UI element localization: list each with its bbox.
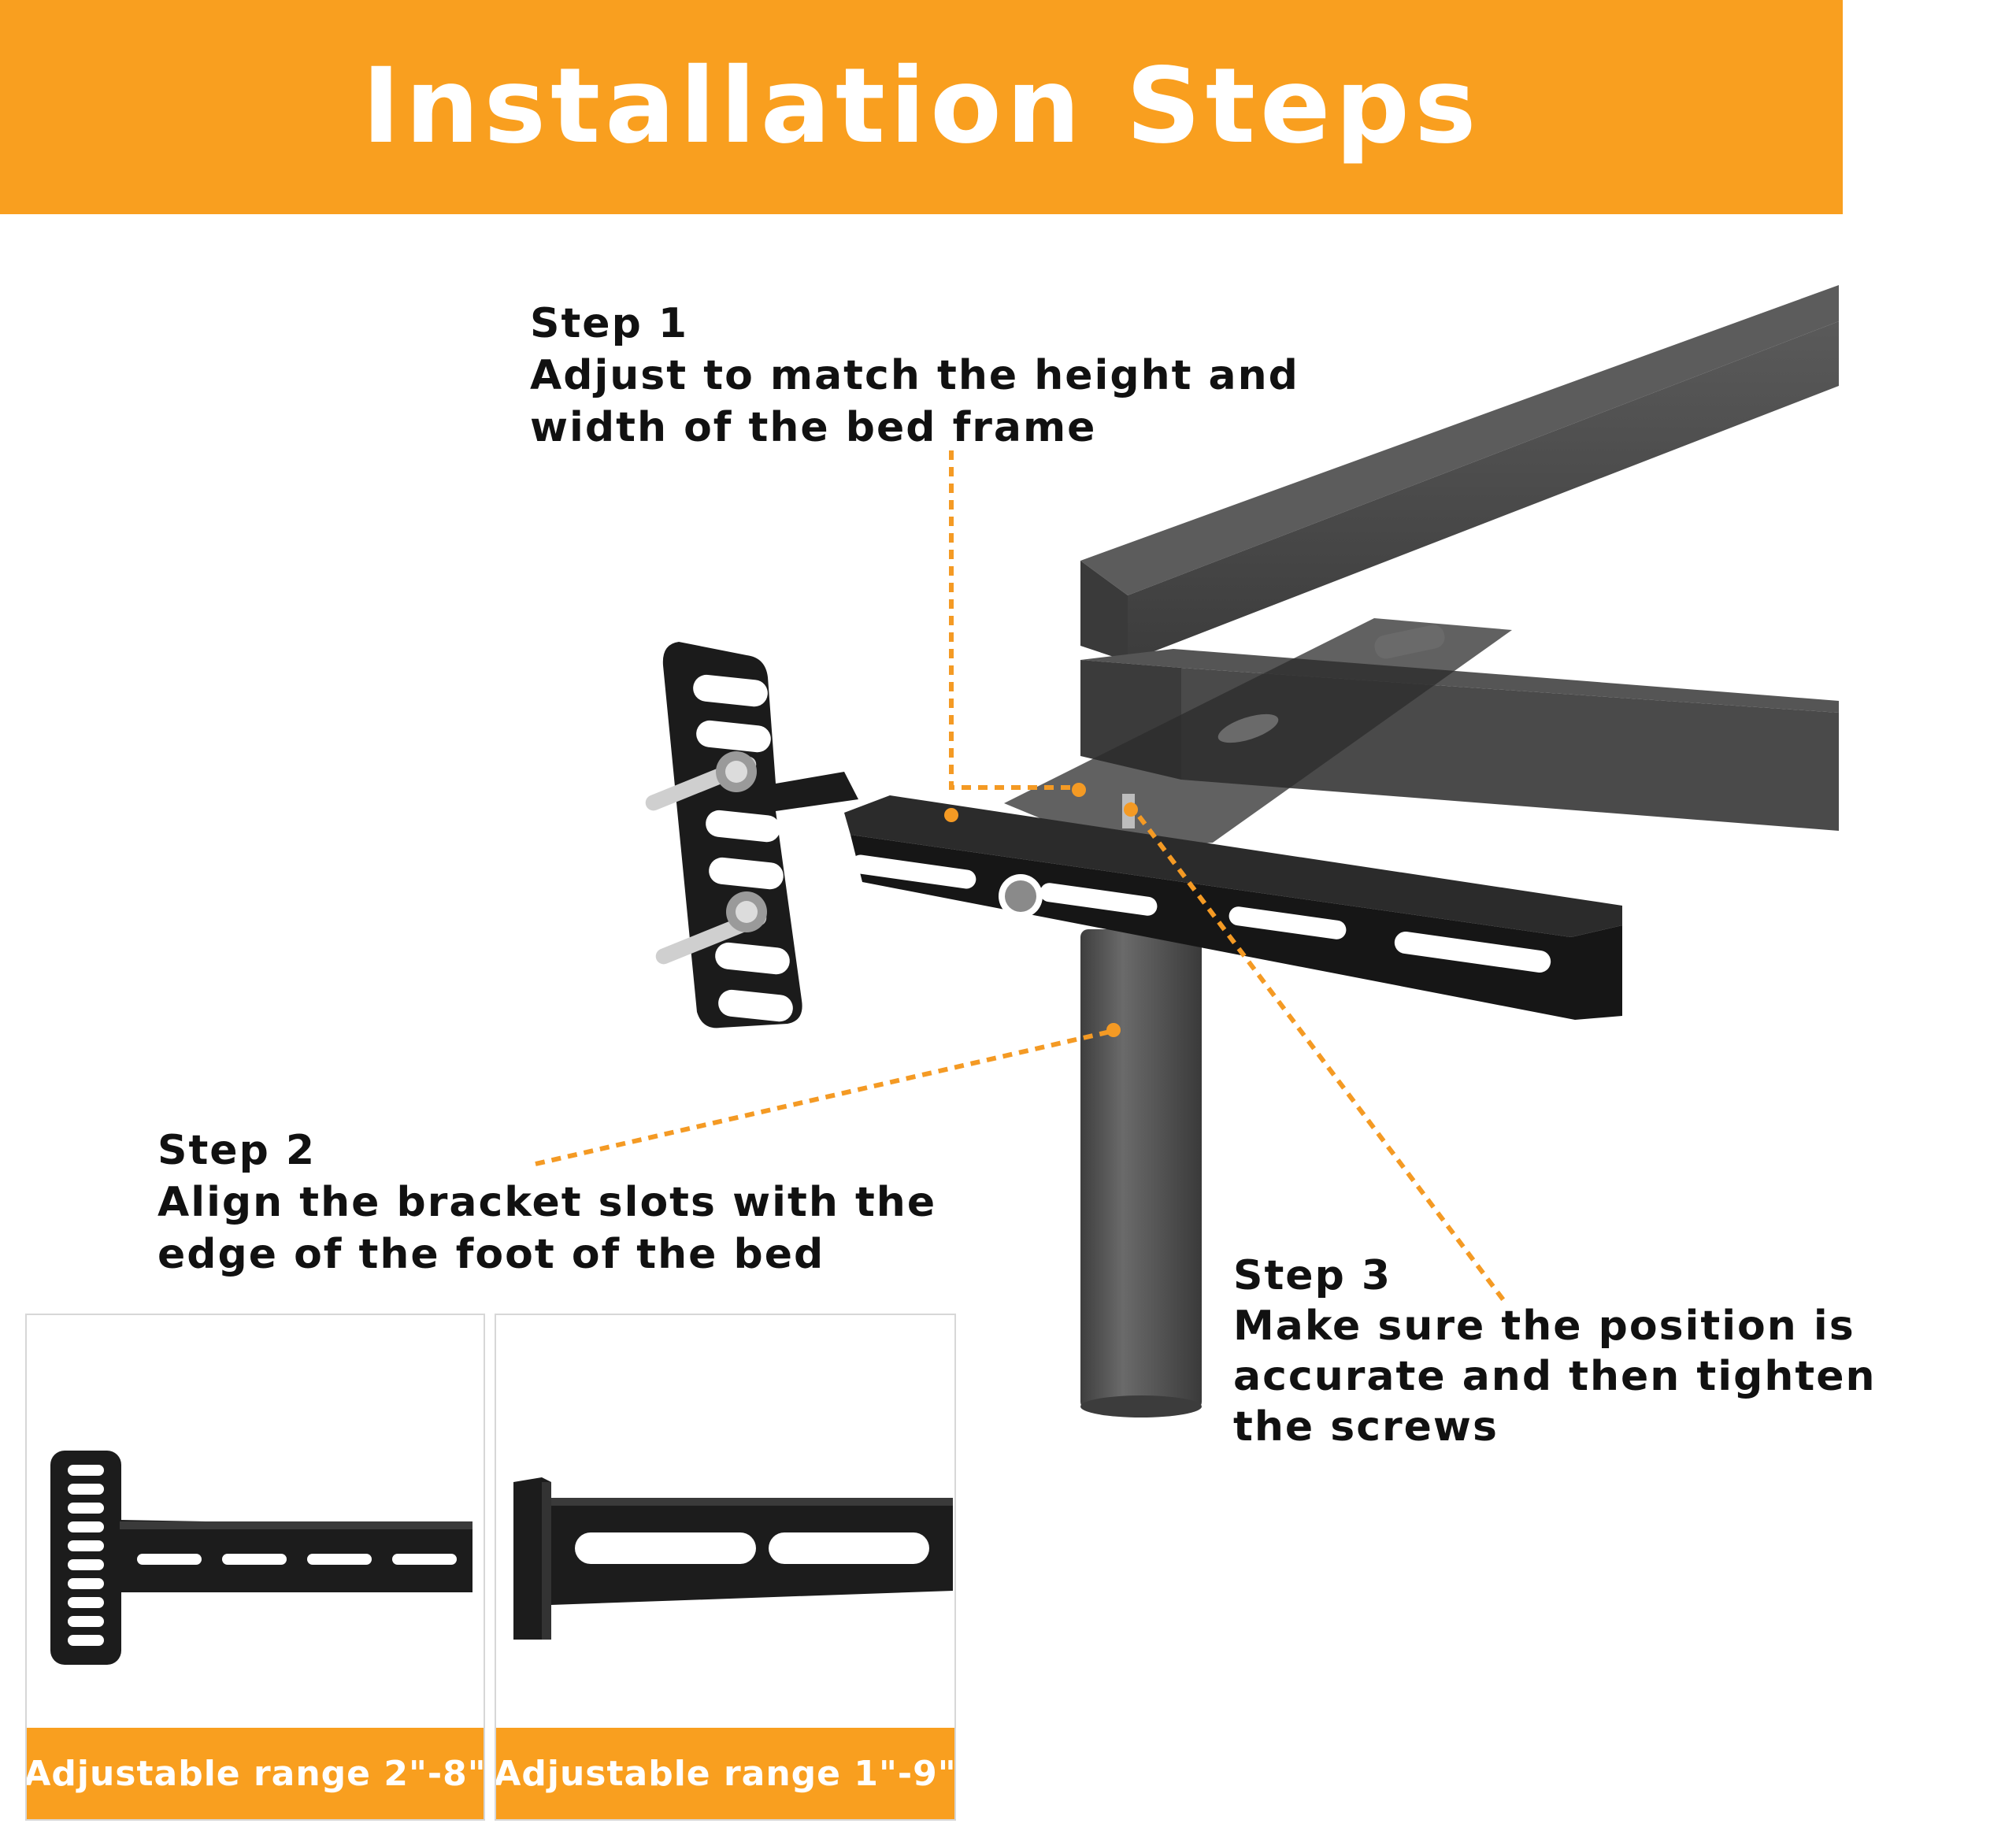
upper-frame-rail (1080, 285, 1839, 662)
long-bracket (1004, 618, 1512, 850)
bed-leg (1080, 929, 1202, 1418)
panel-l-bracket: Adjustable range 1"-9" (495, 1314, 956, 1821)
step-2-description: Align the bracket slots with the edge of… (158, 1179, 937, 1278)
header-banner: Installation Steps (0, 0, 1843, 214)
step-2-title: Step 2 (158, 1127, 317, 1174)
step-1-title: Step 1 (530, 300, 689, 347)
t-bracket-thumbnail (50, 1451, 472, 1665)
panel-left-caption: Adjustable range 2"-8" (27, 1728, 484, 1819)
main-bracket-arm (844, 795, 1622, 1020)
step1-leader-dot-2 (1072, 783, 1086, 797)
l-bracket-thumbnail (513, 1477, 953, 1640)
bolt-lower (655, 891, 767, 965)
step-3-callout: Step 3 Make sure the position is accurat… (1233, 1251, 1877, 1452)
step2-leader-dot (1106, 1023, 1121, 1037)
panel-right-caption: Adjustable range 1"-9" (496, 1728, 954, 1819)
t-bracket-plate (662, 642, 858, 1028)
step1-leader-dot (944, 808, 958, 822)
step-3-description: Make sure the position is accurate and t… (1233, 1303, 1877, 1451)
page-title: Installation Steps (361, 46, 1481, 167)
step-2-callout: Step 2 Align the bracket slots with the … (158, 1125, 936, 1280)
step-1-callout: Step 1 Adjust to match the height and wi… (530, 298, 1299, 454)
step-1-description: Adjust to match the height and width of … (530, 352, 1299, 451)
step-3-title: Step 3 (1233, 1252, 1392, 1299)
step3-leader (1127, 802, 1506, 1303)
step3-leader-dot (1124, 802, 1138, 817)
panel-t-bracket: Adjustable range 2"-8" (25, 1314, 485, 1821)
step1-leader (949, 450, 1081, 791)
bolt-upper (645, 751, 757, 811)
